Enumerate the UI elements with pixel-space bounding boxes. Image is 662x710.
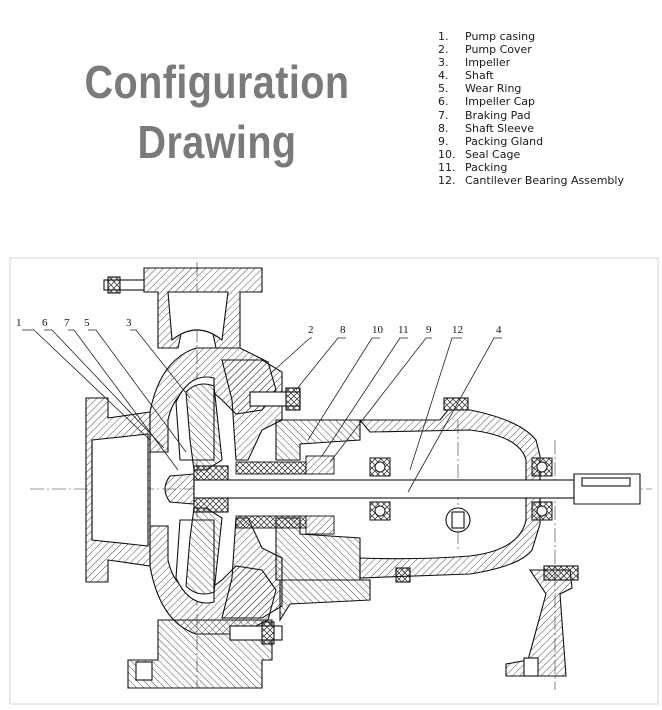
legend-item: 5. Wear Ring	[438, 82, 624, 95]
callout-5: 5	[84, 317, 90, 329]
drawing-frame	[9, 257, 659, 705]
callout-12: 12	[452, 324, 463, 336]
ball-bearings	[369, 457, 553, 521]
legend-number: 4.	[438, 69, 449, 83]
legend-number: 9.	[438, 134, 449, 148]
legend-item: 1. Pump casing	[438, 30, 624, 43]
shaft	[193, 473, 641, 505]
legend-number: 8.	[438, 121, 449, 135]
title-line-1: Configuration	[84, 56, 350, 108]
legend-label: Impeller Cap	[465, 95, 536, 109]
legend-item: 4. Shaft	[438, 69, 624, 82]
leader-lines	[22, 329, 502, 493]
legend-label: Shaft	[465, 69, 494, 83]
legend-number: 3.	[438, 56, 449, 70]
legend-number: 10.	[438, 147, 456, 161]
legend-label: Cantilever Bearing Assembly	[465, 174, 624, 188]
callout-4: 4	[496, 324, 502, 336]
legend-number: 6.	[438, 95, 449, 109]
legend-number: 1.	[438, 30, 449, 43]
callout-7: 7	[64, 317, 70, 329]
parts-legend: 1. Pump casing 2. Pump Cover 3. Impeller 4.…	[438, 30, 624, 187]
legend-number: 2.	[438, 43, 449, 57]
support-foot	[395, 565, 579, 677]
legend-label: Packing	[465, 160, 508, 174]
bearing-housing	[358, 397, 541, 579]
legend-item: 2. Pump Cover	[438, 43, 624, 56]
callout-3: 3	[126, 317, 132, 329]
legend-item: 11. Packing	[438, 161, 624, 174]
impeller-cap	[164, 473, 195, 505]
legend-label: Packing Gland	[465, 134, 544, 148]
legend-item: 6. Impeller Cap	[438, 95, 624, 108]
legend-number: 5.	[438, 82, 449, 96]
title-line-2: Drawing	[137, 116, 297, 168]
legend-item: 10. Seal Cage	[438, 148, 624, 161]
legend-label: Braking Pad	[465, 108, 531, 122]
callout-6: 6	[42, 317, 48, 329]
legend-item: 8. Shaft Sleeve	[438, 122, 624, 135]
callout-labels: 1 6 7 5 3 2 8 10 11 9 12 4	[16, 317, 502, 336]
legend-label: Seal Cage	[465, 147, 521, 161]
suction-flange	[85, 397, 151, 583]
callout-8: 8	[340, 324, 346, 336]
page-title: Configuration Drawing	[75, 52, 359, 172]
callout-11: 11	[398, 324, 409, 336]
legend-label: Wear Ring	[465, 82, 522, 96]
legend-item: 9. Packing Gland	[438, 135, 624, 148]
callout-9: 9	[426, 324, 432, 336]
pump-cover	[221, 359, 301, 645]
pump-cross-section-drawing: 1 6 7 5 3 2 8 10 11 9 12 4	[9, 257, 659, 705]
legend-item: 3. Impeller	[438, 56, 624, 69]
legend-label: Pump casing	[465, 30, 536, 43]
callout-2: 2	[308, 324, 314, 336]
callout-10: 10	[372, 324, 384, 336]
legend-item: 7. Braking Pad	[438, 109, 624, 122]
callout-1: 1	[16, 317, 22, 329]
packing-rings	[235, 455, 335, 535]
legend-label: Impeller	[465, 56, 511, 70]
discharge-nozzle	[103, 267, 263, 349]
legend-label: Shaft Sleeve	[465, 121, 535, 135]
impeller	[185, 383, 229, 595]
legend-label: Pump Cover	[465, 43, 532, 57]
legend-item: 12. Cantilever Bearing Assembly	[438, 174, 624, 187]
legend-number: 11.	[438, 160, 456, 174]
legend-number: 12.	[438, 174, 456, 188]
legend-number: 7.	[438, 108, 449, 122]
